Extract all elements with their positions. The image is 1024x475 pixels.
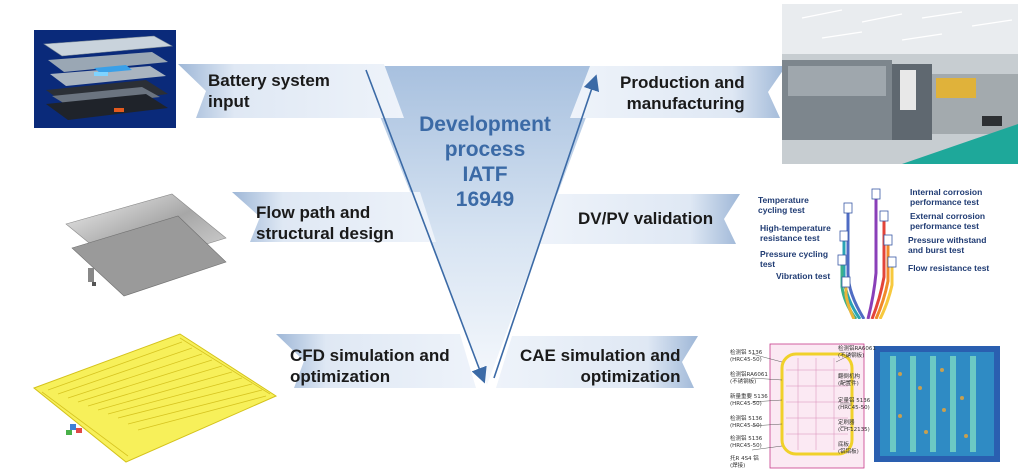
stage-cae: CAE simulation and optimization: [520, 346, 681, 386]
test-pressure-cycling: Pressure cycling test: [760, 249, 829, 269]
arrow-down-left: [365, 69, 487, 384]
validation-diagram: Temperature cycling test High-temperatur…: [756, 183, 1022, 319]
stage-battery-input: Battery system input: [208, 71, 330, 111]
cae-note-left-6: 托R 4S4 铝 (焊接): [730, 456, 759, 469]
production-image: [782, 4, 1018, 164]
ribbon-flow-path: [232, 192, 436, 242]
cae-note-right-2: 翻倒机构 (配置件): [838, 374, 861, 387]
cae-note-left-5: 检测铝 5136 (HRC45-50): [730, 436, 763, 449]
ribbon-battery-input: [178, 64, 404, 118]
test-external-corrosion: External corrosion performance test: [910, 211, 986, 231]
stage-cfd: CFD simulation and optimization: [290, 346, 450, 386]
cae-note-left-3: 新量重要 5136 (HRC45-50): [730, 394, 768, 407]
cae-note-right-4: 定刷器 (CH-12135): [838, 420, 870, 433]
center-line-4: 16949: [455, 188, 515, 211]
validation-cable-lines: [837, 188, 897, 319]
cold-plate-image: [65, 193, 227, 297]
battery-pack-image: [34, 30, 176, 128]
center-line-1: Development: [419, 113, 551, 136]
stage-production: Production and manufacturing: [620, 73, 745, 113]
cae-note-left-1: 检测铝 5136 (HRC45-50): [730, 350, 763, 363]
ribbon-production: [570, 66, 786, 118]
test-pressure-burst: Pressure withstand and burst test: [908, 235, 987, 255]
cae-plate-grid: [751, 343, 1000, 469]
test-vibration: Vibration test: [776, 271, 831, 281]
cae-note-right-5: 底板 (铝铝板): [838, 442, 859, 455]
test-flow-resistance: Flow resistance test: [908, 263, 990, 273]
cae-note-right-3: 定量铝 5136 (HRC45-50): [838, 398, 871, 411]
stage-dvpv: DV/PV validation: [578, 209, 714, 228]
center-title: Development process IATF 16949: [390, 112, 580, 212]
ribbon-dvpv: [540, 194, 740, 244]
cae-note-left-4: 检测铝 5136 (HRC45-50): [730, 416, 763, 429]
cae-figure: 检测铝 5136 (HRC45-50) 检测铝RA6061 (不锈钢板) 新量重…: [730, 340, 1020, 472]
test-internal-corrosion: Internal corrosion performance test: [910, 187, 983, 207]
center-line-2: process: [444, 138, 526, 161]
cfd-image: [32, 333, 278, 463]
test-high-temp-resistance: High-temperature resistance test: [760, 223, 831, 243]
stage-flow-path: Flow path and structural design: [256, 203, 394, 243]
arrow-up-right: [493, 74, 600, 379]
center-line-3: IATF: [462, 163, 508, 186]
cae-note-right-1: 检测铝RA6061 (不锈钢板): [838, 346, 876, 359]
test-temperature-cycling: Temperature cycling test: [758, 195, 809, 215]
ribbon-cfd: [276, 334, 476, 388]
ribbon-cae: [496, 336, 698, 388]
cae-note-left-2: 检测铝RA6061 (不锈钢板): [730, 372, 768, 385]
